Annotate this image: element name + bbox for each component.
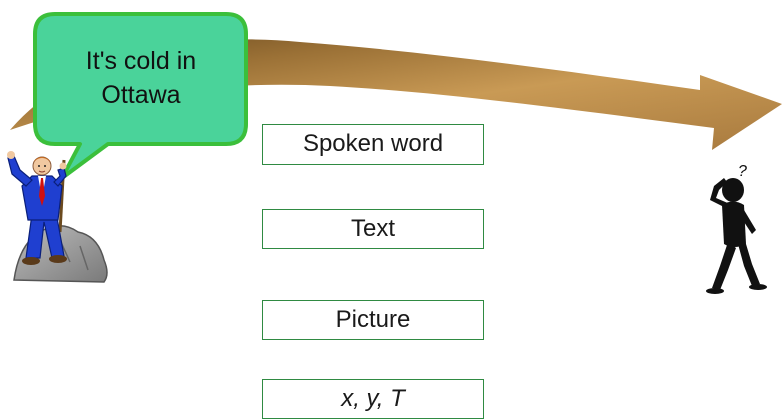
speech-bubble-line-2: Ottawa: [101, 81, 181, 109]
channel-box-spoken-word: Spoken word: [262, 124, 484, 165]
confused-person-icon: [706, 178, 767, 294]
channel-box-text: Text: [262, 209, 484, 249]
question-mark-glyph: ?: [738, 163, 747, 180]
speech-bubble: [33, 12, 248, 180]
channel-box-coordinates: x, y, T: [262, 379, 484, 419]
climber-figure-icon: [7, 151, 108, 283]
channel-box-picture: Picture: [262, 300, 484, 340]
speech-bubble-line-1: It's cold in: [85, 47, 197, 75]
speech-bubble-text: It's cold in Ottawa: [46, 44, 236, 112]
